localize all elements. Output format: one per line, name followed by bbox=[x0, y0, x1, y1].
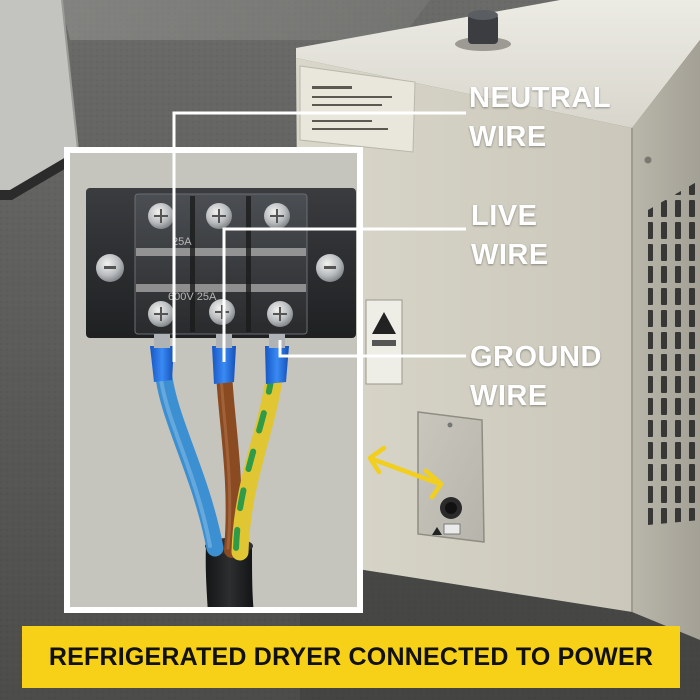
ground-leader-line bbox=[278, 340, 466, 358]
caption-banner: REFRIGERATED DRYER CONNECTED TO POWER bbox=[22, 626, 680, 688]
terminal-marking-bottom: 600V 25A bbox=[168, 291, 217, 303]
terminal-marking-top: 25A bbox=[172, 236, 192, 248]
ground-label-line1: GROUND bbox=[470, 341, 602, 373]
warning-label-icon bbox=[372, 312, 396, 334]
live-wire-label: LIVE WIRE bbox=[471, 197, 549, 275]
live-label-line2: WIRE bbox=[471, 239, 549, 271]
neutral-leader-line bbox=[172, 111, 466, 362]
neutral-label-line2: WIRE bbox=[469, 121, 547, 153]
double-headed-arrow-icon bbox=[367, 445, 444, 500]
live-leader-line bbox=[222, 227, 466, 362]
live-label-line1: LIVE bbox=[471, 200, 538, 232]
neutral-label-line1: NEUTRAL bbox=[469, 82, 612, 114]
caption-text: REFRIGERATED DRYER CONNECTED TO POWER bbox=[48, 642, 654, 671]
neutral-wire-label: NEUTRAL WIRE bbox=[469, 79, 611, 157]
ground-label-line2: WIRE bbox=[470, 380, 548, 412]
ground-wire-label: GROUND WIRE bbox=[470, 338, 602, 416]
inset-frame bbox=[64, 147, 363, 613]
inset-photo: 25A 600V 25A bbox=[64, 147, 363, 613]
